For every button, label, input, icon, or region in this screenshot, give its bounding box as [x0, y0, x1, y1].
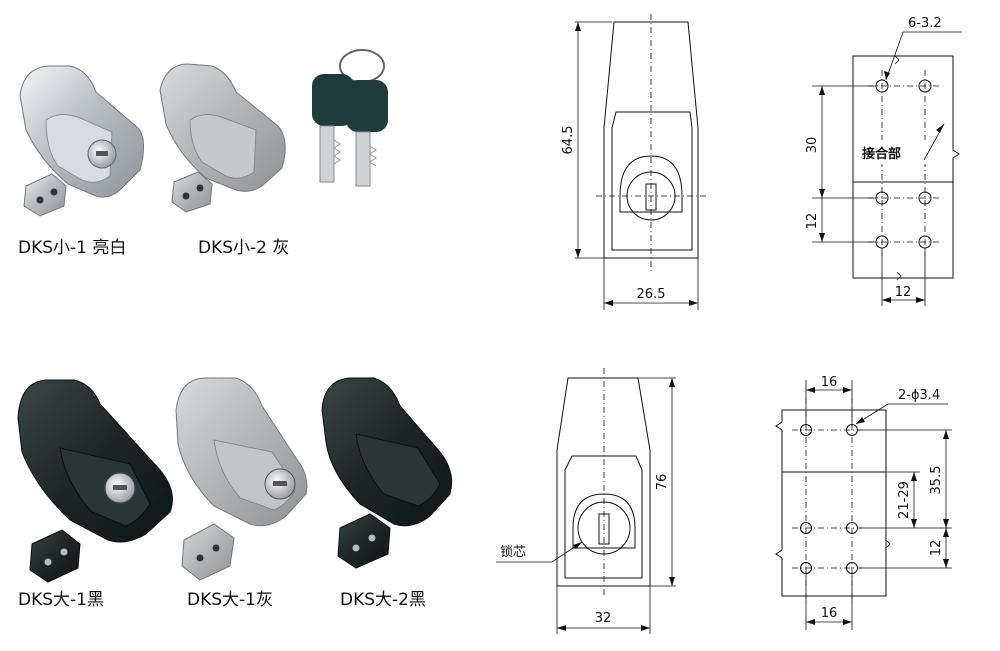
large-plate-drawing: 16 2-ϕ3.4 35.5 21-29 12 16 — [775, 375, 952, 630]
large-latch-drawing: 76 32 锁芯 — [496, 368, 676, 634]
caption-large-1-gray: DKS大-1灰 — [187, 590, 273, 610]
large-core-label: 锁芯 — [500, 544, 526, 560]
small-plate-holes: 6-3.2 — [908, 16, 942, 31]
latch-small-2-gray — [159, 63, 286, 213]
dim-large-plate-12: 12 — [929, 540, 944, 557]
dim-large-width: 32 — [595, 611, 612, 626]
caption-large-2-black: DKS大-2黑 — [340, 590, 426, 610]
dim-small-plate-12-v: 12 — [805, 213, 820, 230]
dim-small-width: 26.5 — [637, 287, 666, 302]
latch-large-1-black — [17, 379, 173, 583]
dim-large-plate-35-5: 35.5 — [929, 466, 944, 495]
caption-small-2: DKS小-2 灰 — [198, 238, 289, 258]
large-plate-holes: 2-ϕ3.4 — [898, 388, 940, 403]
dim-large-plate-16-top: 16 — [821, 375, 838, 390]
latch-large-2-black — [321, 377, 453, 569]
keys-image — [312, 49, 388, 187]
small-plate-drawing: 6-3.2 30 12 12 接合部 — [805, 16, 962, 306]
caption-small-1: DKS小-1 亮白 — [18, 238, 126, 258]
dim-small-plate-12-h: 12 — [895, 285, 912, 300]
small-plate-joint-label: 接合部 — [862, 146, 901, 162]
dim-small-plate-30: 30 — [805, 137, 820, 154]
dim-large-plate-16-bottom: 16 — [821, 606, 838, 621]
dim-large-plate-21-29: 21-29 — [897, 481, 912, 519]
small-latch-drawing: 64.5 26.5 — [561, 14, 706, 310]
latch-small-1-chrome — [19, 65, 144, 217]
caption-large-1-black: DKS大-1黑 — [18, 590, 104, 610]
dim-large-height: 76 — [655, 474, 670, 491]
dim-small-height: 64.5 — [561, 126, 576, 155]
latch-large-1-gray — [175, 377, 308, 581]
